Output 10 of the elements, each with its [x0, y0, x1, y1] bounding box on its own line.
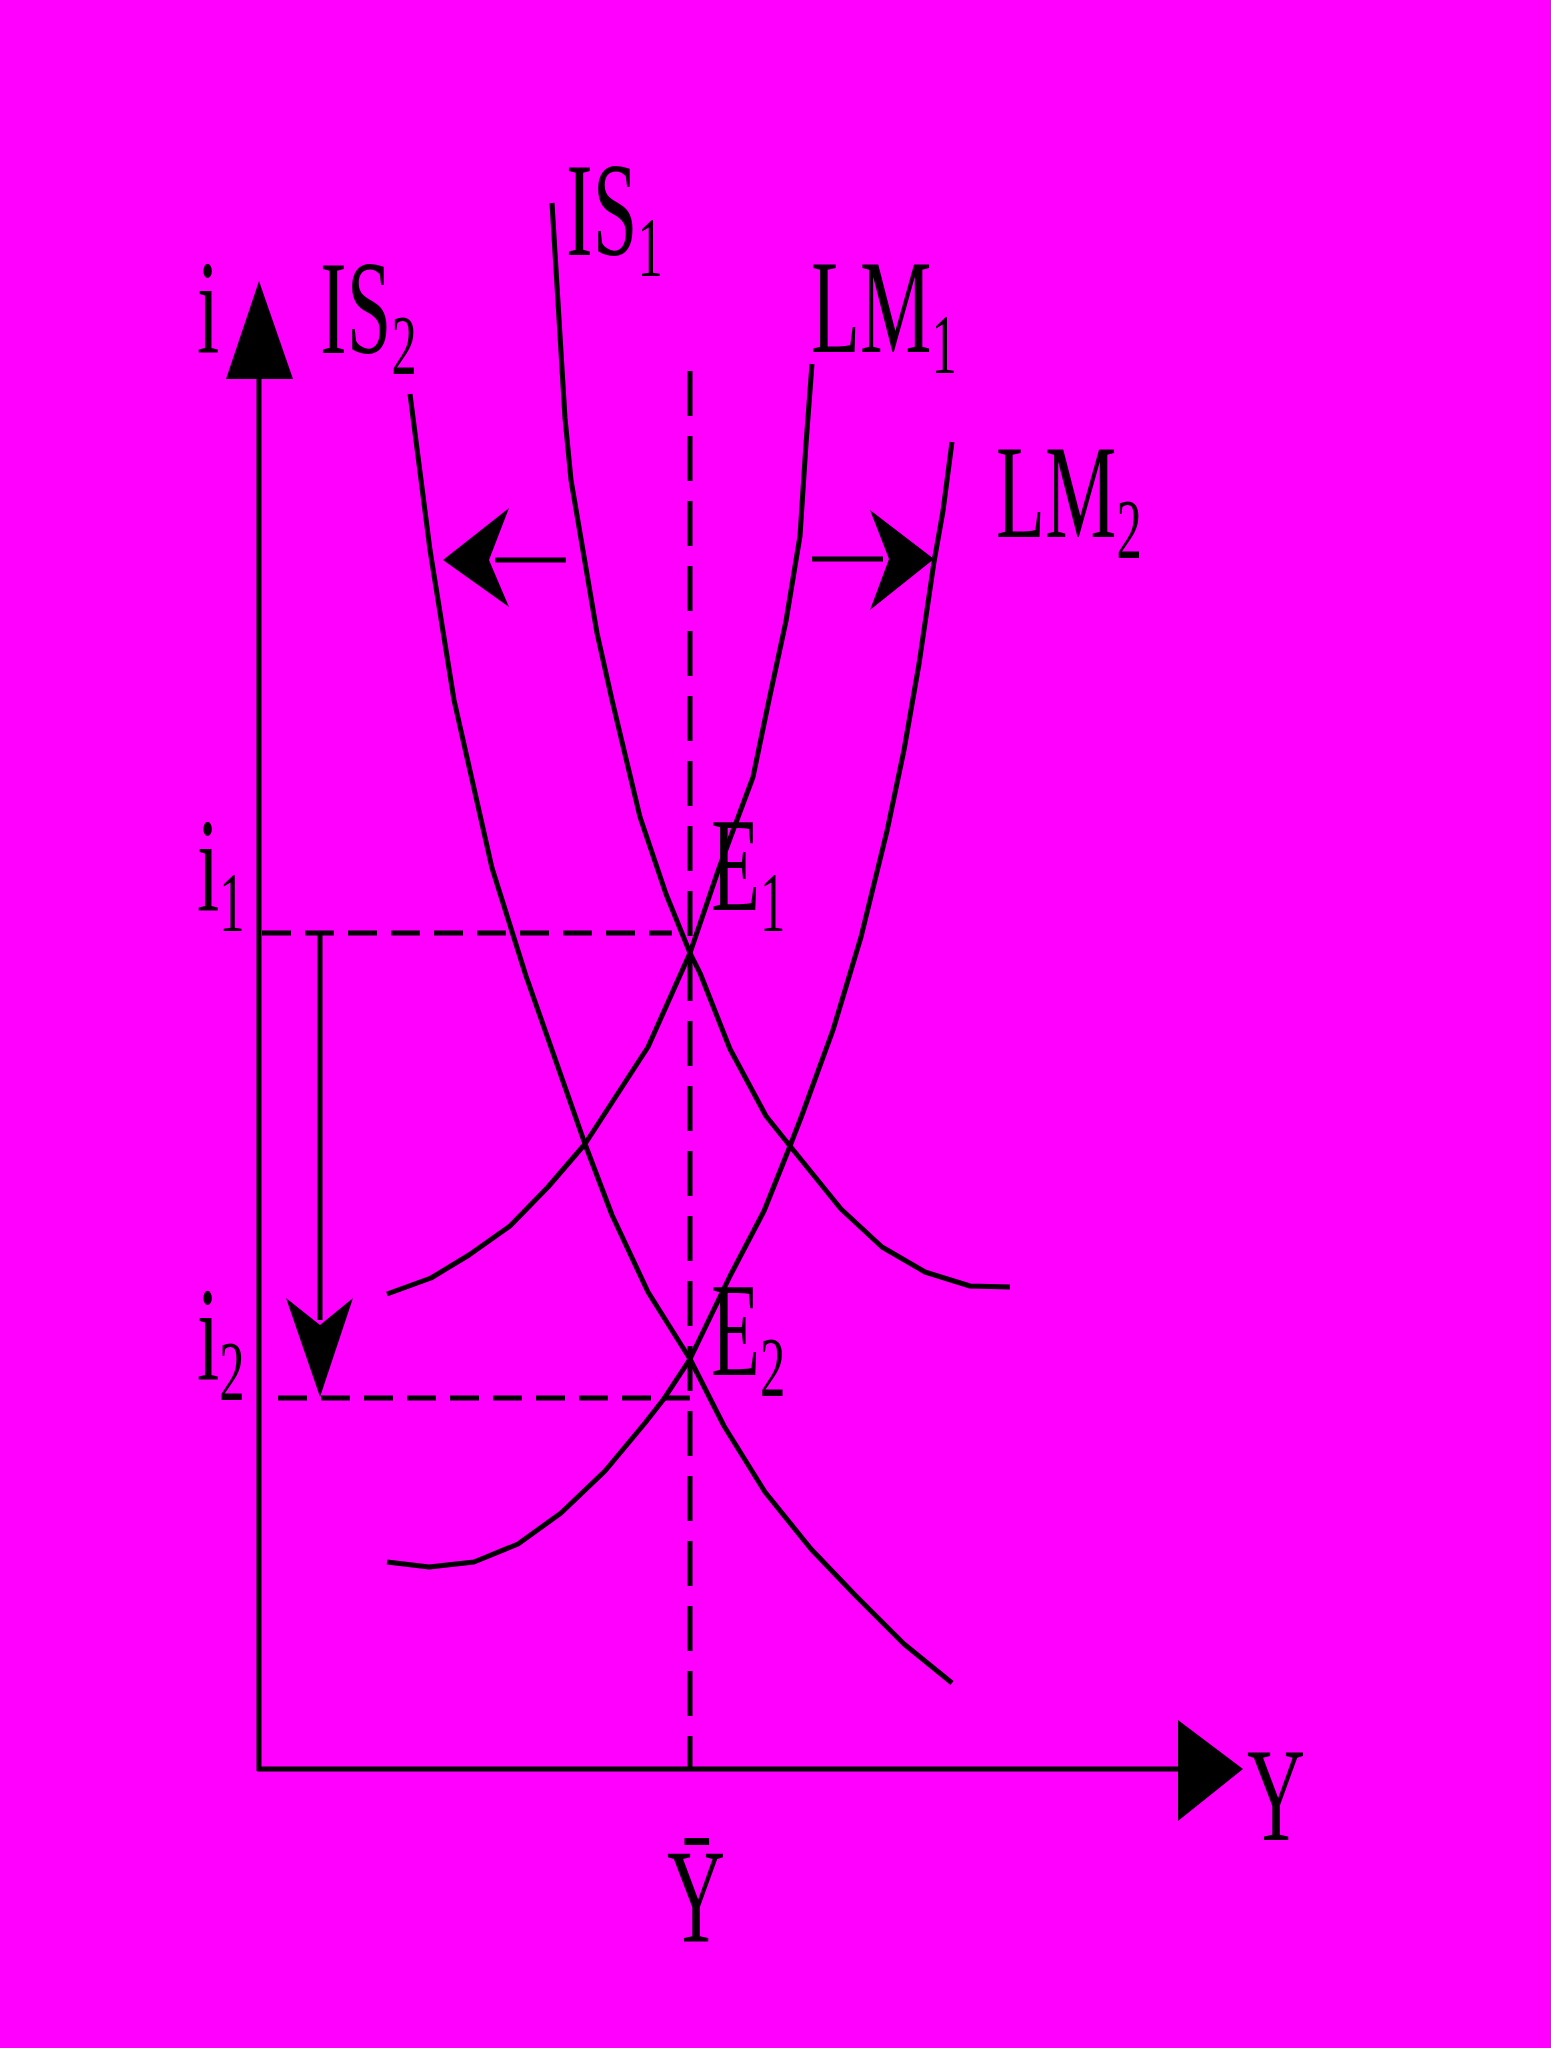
- axis-label: Y: [1247, 1728, 1306, 1862]
- curve-label: IS$_{2}$: [320, 241, 417, 375]
- point-label: E$_{2}$: [711, 1263, 786, 1397]
- tick-label: Ȳ: [667, 1829, 726, 1963]
- axis-label: i: [197, 240, 220, 374]
- curve-label: IS$_{1}$: [566, 143, 663, 277]
- curve-label: LM$_{2}$: [996, 425, 1142, 559]
- tick-label: i$_{1}$: [197, 798, 245, 932]
- tick-label: i$_{2}$: [197, 1267, 245, 1401]
- curve-label: LM$_{1}$: [811, 240, 957, 374]
